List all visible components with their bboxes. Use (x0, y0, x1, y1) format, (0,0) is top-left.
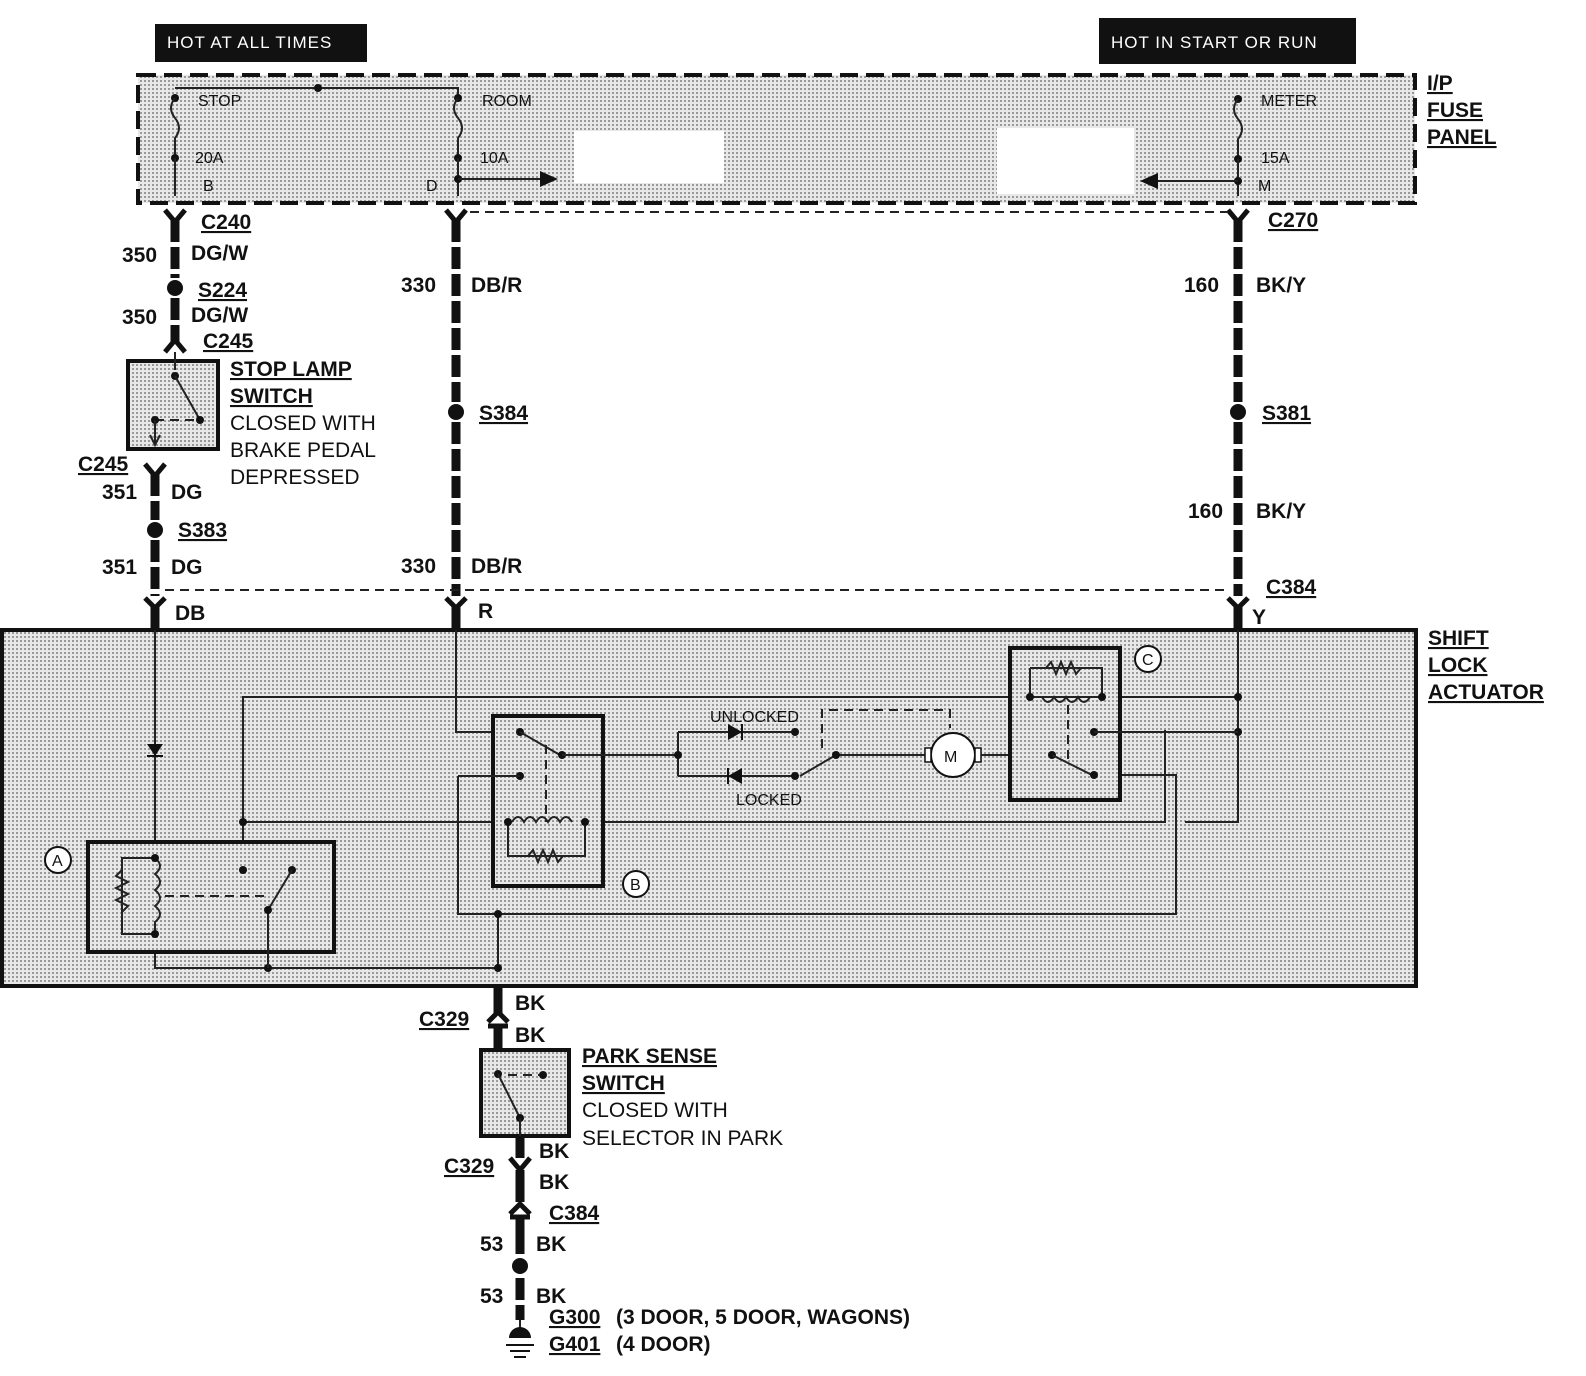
svg-text:ACTUATOR: ACTUATOR (1428, 681, 1544, 704)
svg-text:PANEL: PANEL (1427, 126, 1497, 149)
wire-351b-number: 351 (102, 556, 137, 579)
fuse-meter-name: METER (1261, 93, 1317, 110)
wire-350b-number: 350 (122, 306, 157, 329)
splice-s384: S384 (479, 402, 528, 425)
meter-circuit: C270 160 BK/Y S381 160 BK/Y C384 Y (1184, 208, 1318, 630)
park-switch-title-2: SWITCH (582, 1072, 665, 1095)
wire-330b-color: DB/R (471, 555, 522, 578)
relay-a-label: A (52, 853, 63, 870)
stop-lamp-switch-desc-2: BRAKE PEDAL (230, 439, 376, 462)
svg-text:I/P: I/P (1427, 72, 1453, 95)
wire-53b-color: BK (536, 1285, 566, 1308)
splice-s383: S383 (178, 519, 227, 542)
room-circuit: 330 DB/R S384 330 DB/R R (401, 208, 528, 630)
wire-330-color: DB/R (471, 274, 522, 297)
splice-s224: S224 (198, 279, 247, 302)
stop-lamp-switch-title-2: SWITCH (230, 385, 313, 408)
wire-160b-number: 160 (1188, 500, 1223, 523)
stop-lamp-switch-desc-1: CLOSED WITH (230, 412, 376, 435)
connector-c245-bottom: C245 (78, 453, 129, 476)
ground-circuit: BK C329 BK PARK SENSE SWITCH CLOSED WITH… (419, 986, 910, 1358)
park-switch-title-1: PARK SENSE (582, 1045, 717, 1068)
ground-g401: G401 (549, 1333, 601, 1356)
wire-330-number: 330 (401, 274, 436, 297)
wire-350b-color: DG/W (191, 304, 248, 327)
pin-y: Y (1252, 606, 1266, 629)
fuse-panel: STOP 20A B ROOM 10A D METER 15A M (136, 73, 1417, 205)
relay-c-label: C (1142, 652, 1154, 669)
hot-in-start-label: HOT IN START OR RUN (1111, 33, 1318, 52)
svg-text:SHIFT: SHIFT (1428, 627, 1489, 650)
ground-g401-desc: (4 DOOR) (616, 1333, 711, 1356)
fuse-room-rating: 10A (480, 150, 509, 167)
splice-s381: S381 (1262, 402, 1311, 425)
wire-bk-1: BK (515, 992, 545, 1015)
fuse-panel-label: I/P FUSE PANEL (1427, 72, 1497, 149)
hot-in-start-banner: HOT IN START OR RUN (1099, 18, 1356, 64)
wire-53-color: BK (536, 1233, 566, 1256)
fuse-stop-name: STOP (198, 93, 241, 110)
connector-c245-top: C245 (203, 330, 254, 353)
fuse-stop-rating: 20A (195, 150, 224, 167)
connector-c384-bottom: C384 (549, 1202, 600, 1225)
connector-c329-top: C329 (419, 1008, 469, 1031)
relay-b-label: B (630, 877, 641, 894)
wire-53-number: 53 (480, 1233, 503, 1256)
pin-r: R (478, 600, 493, 623)
svg-text:FUSE: FUSE (1427, 99, 1483, 122)
wire-350-number: 350 (122, 244, 157, 267)
wire-330b-number: 330 (401, 555, 436, 578)
connector-c270: C270 (1268, 209, 1318, 232)
wire-bk-4: BK (539, 1171, 569, 1194)
stop-lamp-switch-desc-3: DEPRESSED (230, 466, 360, 489)
wire-160b-color: BK/Y (1256, 500, 1306, 523)
wire-351b-color: DG (171, 556, 203, 579)
shift-lock-actuator: A B UNLOCKED LOCKED (0, 628, 1418, 988)
wire-160-number: 160 (1184, 274, 1219, 297)
wire-350-color: DG/W (191, 242, 248, 265)
connector-c240: C240 (201, 211, 251, 234)
fuse-stop-term: B (203, 178, 214, 195)
fuse-room-term: D (426, 178, 438, 195)
ground-g300: G300 (549, 1306, 600, 1329)
fuse-meter-rating: 15A (1261, 150, 1290, 167)
connector-c384-top: C384 (1266, 576, 1317, 599)
park-switch-desc-1: CLOSED WITH (582, 1099, 728, 1122)
fuse-meter-term: M (1258, 178, 1271, 195)
connector-c329-bottom: C329 (444, 1155, 494, 1178)
wire-351-number: 351 (102, 481, 137, 504)
wire-bk-2: BK (515, 1024, 545, 1047)
pin-db: DB (175, 602, 205, 625)
park-switch-desc-2: SELECTOR IN PARK (582, 1127, 783, 1150)
svg-text:LOCK: LOCK (1428, 654, 1488, 677)
wire-53b-number: 53 (480, 1285, 503, 1308)
wire-bk-3: BK (539, 1140, 569, 1163)
ground-g300-desc: (3 DOOR, 5 DOOR, WAGONS) (616, 1306, 910, 1329)
locked-label: LOCKED (736, 792, 802, 809)
motor-label: M (944, 749, 957, 766)
stop-lamp-circuit: C240 350 DG/W S224 350 DG/W C245 STOP LA… (78, 208, 376, 630)
wire-351-color: DG (171, 481, 203, 504)
unlocked-label: UNLOCKED (710, 709, 799, 726)
actuator-label: SHIFT LOCK ACTUATOR (1428, 627, 1544, 704)
wire-160-color: BK/Y (1256, 274, 1306, 297)
hot-at-all-times-banner: HOT AT ALL TIMES (155, 24, 367, 62)
hot-at-all-times-label: HOT AT ALL TIMES (167, 33, 332, 52)
fuse-room-name: ROOM (482, 93, 532, 110)
stop-lamp-switch-title-1: STOP LAMP (230, 358, 352, 381)
